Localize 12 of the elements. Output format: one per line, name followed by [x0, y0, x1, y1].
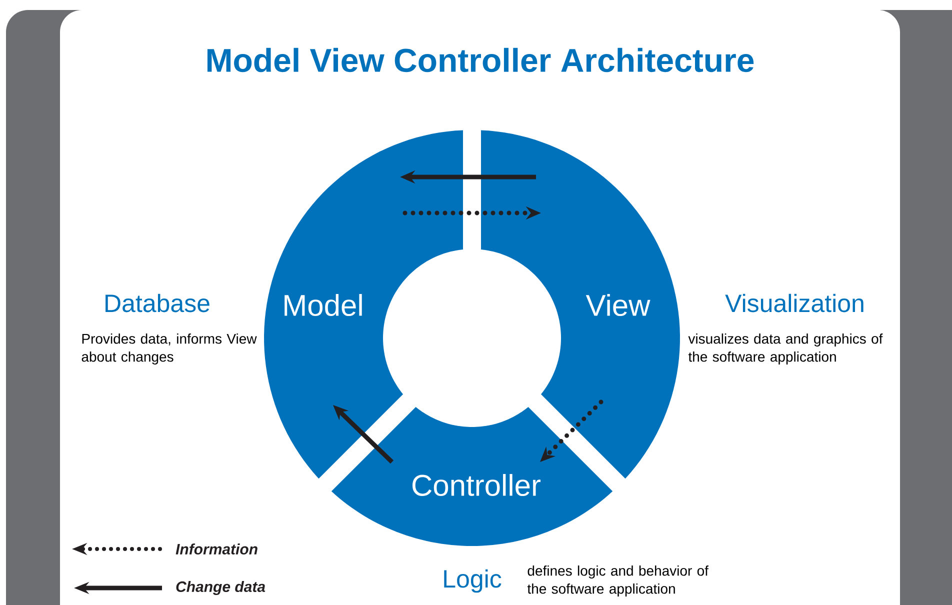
- side-heading: Database: [106, 294, 210, 312]
- ring-segment: Controller: [331, 406, 613, 546]
- legend-label: Change data: [176, 581, 266, 595]
- node-label: Model: [284, 294, 362, 316]
- legend-label: Information: [176, 544, 258, 554]
- side-heading: Visualization: [725, 294, 864, 312]
- side-heading: Logic: [444, 569, 502, 593]
- description-text: defines logic and behavior of the software application: [527, 565, 709, 597]
- title: Model View Controller Architecture: [207, 48, 754, 72]
- node-label: View: [586, 294, 650, 316]
- description-text: Provides data, informs View about changes: [82, 333, 257, 365]
- description-text: visualizes data and graphics of the software application: [688, 333, 883, 365]
